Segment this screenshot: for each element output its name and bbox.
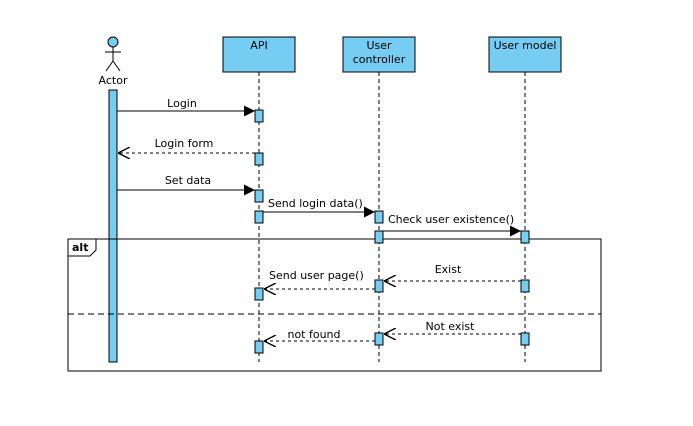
alt-fragment-label: alt	[72, 241, 88, 254]
actor-label: Actor	[99, 74, 128, 87]
activation-api-login-form	[254, 152, 264, 166]
message-set-data-label: Set data	[165, 174, 211, 187]
message-exist-label: Exist	[435, 263, 462, 276]
participant-user-controller: User controller	[342, 36, 416, 73]
message-not-found: not found	[264, 328, 375, 341]
participant-api: API	[222, 36, 296, 73]
alt-fragment: alt	[67, 238, 602, 372]
participant-user-model: User model	[488, 36, 562, 73]
message-not-exist-label: Not exist	[426, 320, 476, 333]
participant-api-label: API	[250, 39, 267, 52]
message-send-user-page: Send user page()	[264, 269, 375, 289]
actor: Actor	[99, 36, 128, 87]
activation-api-set-data	[254, 189, 264, 203]
activation-controller-send-login-data	[374, 210, 384, 224]
activation-controller-check-user	[374, 230, 384, 244]
activation-api-login	[254, 109, 264, 123]
activation-api-not-found	[254, 340, 264, 354]
message-not-exist: Not exist	[384, 320, 521, 334]
participant-user-controller-label-line2: controller	[353, 53, 406, 66]
stick-figure-icon	[105, 36, 121, 72]
participant-user-model-label: User model	[494, 39, 557, 52]
participant-user-controller-label-line1: User	[366, 39, 392, 52]
activation-model-exist	[520, 279, 530, 293]
message-login-form: Login form	[118, 137, 255, 153]
actor-activation-bar	[108, 89, 118, 363]
activation-controller-not-exist	[374, 332, 384, 346]
activation-model-not-exist	[520, 332, 530, 346]
message-check-user-existence-label: Check user existence()	[388, 213, 514, 226]
message-login-label: Login	[167, 97, 197, 110]
message-exist: Exist	[384, 263, 521, 281]
activation-controller-exist	[374, 279, 384, 293]
activation-api-send-user-page	[254, 287, 264, 301]
message-send-login-data-label: Send login data()	[268, 197, 363, 210]
message-check-user-existence: Check user existence()	[383, 213, 521, 237]
message-set-data: Set data	[117, 174, 255, 196]
activation-model-check-user	[520, 230, 530, 244]
activation-api-send-login-data	[254, 210, 264, 224]
message-send-login-data: Send login data()	[263, 197, 375, 218]
message-login: Login	[117, 97, 255, 117]
message-send-user-page-label: Send user page()	[269, 269, 364, 282]
message-not-found-label: not found	[287, 328, 340, 341]
message-login-form-label: Login form	[155, 137, 214, 150]
